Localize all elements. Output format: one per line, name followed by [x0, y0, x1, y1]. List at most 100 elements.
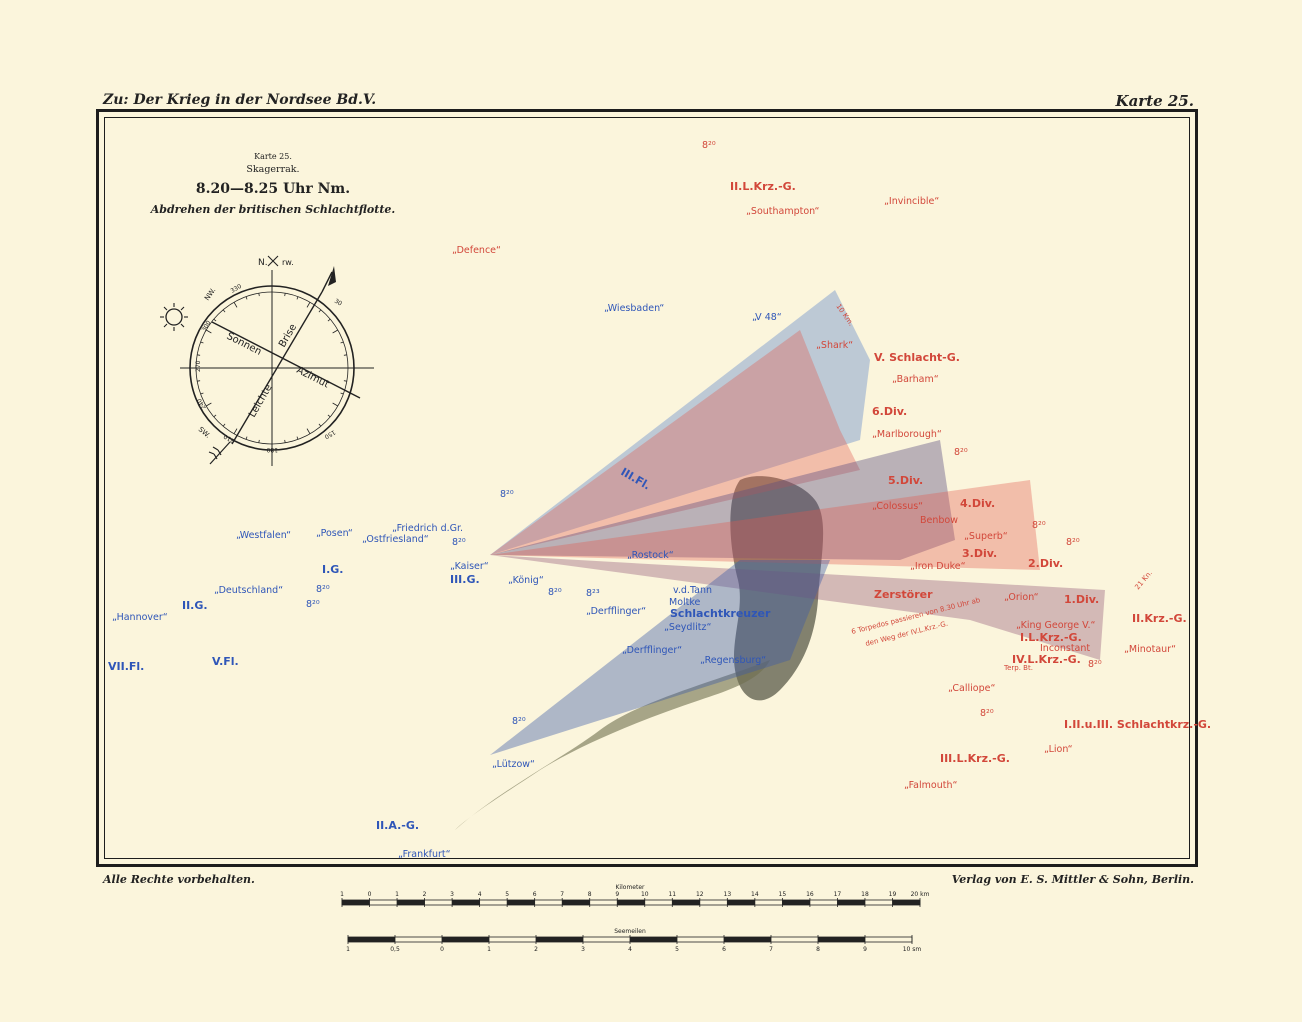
- scale-tick-label: 2: [534, 946, 538, 953]
- german-fleet: I.G. III.G. II.G. Schlachtkreuzer III.Fl…: [108, 303, 782, 860]
- scale-tick-label: 11: [668, 891, 676, 898]
- label-luetzow: „Lützow“: [492, 759, 535, 770]
- label-regensburg: „Regensburg“: [700, 655, 766, 666]
- group-iiig: III.G.: [450, 573, 480, 586]
- scale-segment: [672, 900, 700, 905]
- scale-tick-label: 1: [395, 891, 399, 898]
- time-820-r4: 8²⁰: [1066, 537, 1080, 548]
- group-ivlkrzg: IV.L.Krz.-G.: [1012, 653, 1081, 666]
- scale-segment: [892, 900, 920, 905]
- group-fourdiv: 4.Div.: [960, 497, 995, 510]
- scale-segment: [442, 937, 489, 942]
- group-threediv: 3.Div.: [962, 547, 997, 560]
- scale-tick-label: 7: [560, 891, 564, 898]
- title-place: Skagerrak.: [246, 164, 299, 175]
- label-barham: „Barham“: [892, 374, 939, 385]
- compass-rose: N. rw. NW. SW. 330 300 270 240 210 180 3…: [160, 255, 374, 466]
- label-koenig: „König“: [508, 575, 544, 586]
- scale-tick-label: 3: [581, 946, 585, 953]
- scale-tick-label: 0,5: [390, 946, 400, 953]
- wind-arrow-icon: [328, 266, 336, 286]
- label-speed: 21 Kn.: [1133, 569, 1154, 591]
- label-benbow: Benbow: [920, 515, 958, 526]
- time-820-c: 8²⁰: [548, 587, 562, 598]
- title-subject: Abdrehen der britischen Schlachtflotte.: [150, 203, 396, 216]
- map-frame-inner: [104, 117, 1190, 859]
- scale-segment: [342, 900, 370, 905]
- group-vFl: V.Fl.: [212, 655, 239, 668]
- group-iiag: II.A.-G.: [376, 819, 419, 832]
- km-scale-title: Kilometer: [616, 884, 646, 891]
- label-derfflinger-2: „Derfflinger“: [622, 645, 682, 656]
- group-viiFl: VII.Fl.: [108, 660, 144, 673]
- group-twodiv: 2.Div.: [1028, 557, 1063, 570]
- label-v48: „V 48“: [752, 312, 782, 323]
- label-frankfurt: „Frankfurt“: [398, 849, 451, 860]
- scale-tick-label: 1: [487, 946, 491, 953]
- compass-deg-240: 240: [196, 397, 208, 411]
- compass-word-leichte: Leichte: [247, 383, 275, 420]
- label-minotaur: „Minotaur“: [1124, 644, 1176, 655]
- scale-tick-label: 8: [816, 946, 820, 953]
- label-hannover: „Hannover“: [112, 612, 168, 623]
- label-defence: „Defence“: [452, 245, 501, 256]
- scale-segment: [348, 937, 395, 942]
- group-vschlachtg: V. Schlacht-G.: [874, 351, 960, 364]
- publisher-line: Verlag von E. S. Mittler & Sohn, Berlin.: [951, 873, 1194, 886]
- group-schlachtkreuzer: Schlachtkreuzer: [670, 607, 771, 620]
- group-ig: I.G.: [322, 563, 343, 576]
- time-820-d: 8²⁰: [306, 599, 320, 610]
- compass-north-label: N.: [258, 258, 268, 268]
- label-wiesbaden: „Wiesbaden“: [604, 303, 664, 314]
- group-iilkrzg: II.L.Krz.-G.: [730, 180, 796, 193]
- scale-tick-label: 9: [863, 946, 867, 953]
- scale-tick-label: 7: [769, 946, 773, 953]
- scale-tick-label: 10 sm: [903, 946, 922, 953]
- scale-tick-label: 18: [861, 891, 869, 898]
- compass-rw-label: rw.: [282, 258, 294, 267]
- label-seydlitz: „Seydlitz“: [664, 622, 711, 633]
- time-823: 8²³: [586, 588, 600, 599]
- group-fivediv: 5.Div.: [888, 474, 923, 487]
- scale-tick-label: 9: [615, 891, 619, 898]
- title-block: Karte 25. Skagerrak. 8.20—8.25 Uhr Nm. A…: [150, 152, 396, 216]
- scale-segment: [617, 900, 645, 905]
- time-820-f: 8²⁰: [512, 716, 526, 727]
- scale-tick-label: 1: [340, 891, 344, 898]
- compass-deg-210: 210: [222, 432, 236, 444]
- time-820-r3: 8²⁰: [1032, 520, 1046, 531]
- label-falmouth: „Falmouth“: [904, 780, 957, 791]
- scale-tick-label: 8: [588, 891, 592, 898]
- compass-deg-150: 150: [323, 428, 337, 440]
- group-ilkrzg: I.L.Krz.-G.: [1020, 631, 1082, 644]
- label-marlborough: „Marlborough“: [872, 429, 942, 440]
- sm-scale-title: Seemeilen: [614, 928, 646, 935]
- group-iiilkrzg: III.L.Krz.-G.: [940, 752, 1010, 765]
- rw-marker-icon: [267, 255, 279, 267]
- scale-tick-label: 15: [779, 891, 787, 898]
- scale-tick-label: 6: [722, 946, 726, 953]
- time-820-a: 8²⁰: [500, 489, 514, 500]
- label-ostfriesland: „Ostfriesland“: [362, 534, 429, 545]
- scale-segment: [452, 900, 480, 905]
- feather-arrow-icon: [208, 441, 231, 465]
- scale-segment: [727, 900, 755, 905]
- group-iikrzg: II.Krz.-G.: [1132, 612, 1187, 625]
- scale-tick-label: 2: [423, 891, 427, 898]
- compass-deg-300: 300: [201, 319, 213, 333]
- label-derfflinger-1: „Derfflinger“: [586, 606, 646, 617]
- scale-tick-label: 17: [834, 891, 842, 898]
- scale-tick-label: 0: [368, 891, 372, 898]
- series-title: Zu: Der Krieg in der Nordsee Bd.V.: [103, 92, 377, 108]
- scale-tick-label: 13: [724, 891, 732, 898]
- compass-deg-330: 330: [230, 283, 244, 295]
- time-820-e: 8²⁰: [316, 584, 330, 595]
- compass-word-sonnen: Sonnen: [225, 331, 264, 358]
- scale-tick-label: 5: [505, 891, 509, 898]
- scale-tick-label: 1: [346, 946, 350, 953]
- map-number: Karte 25.: [1115, 92, 1194, 110]
- scale-segment: [818, 937, 865, 942]
- label-friedrich: „Friedrich d.Gr.: [392, 523, 463, 534]
- scale-tick-label: 14: [751, 891, 759, 898]
